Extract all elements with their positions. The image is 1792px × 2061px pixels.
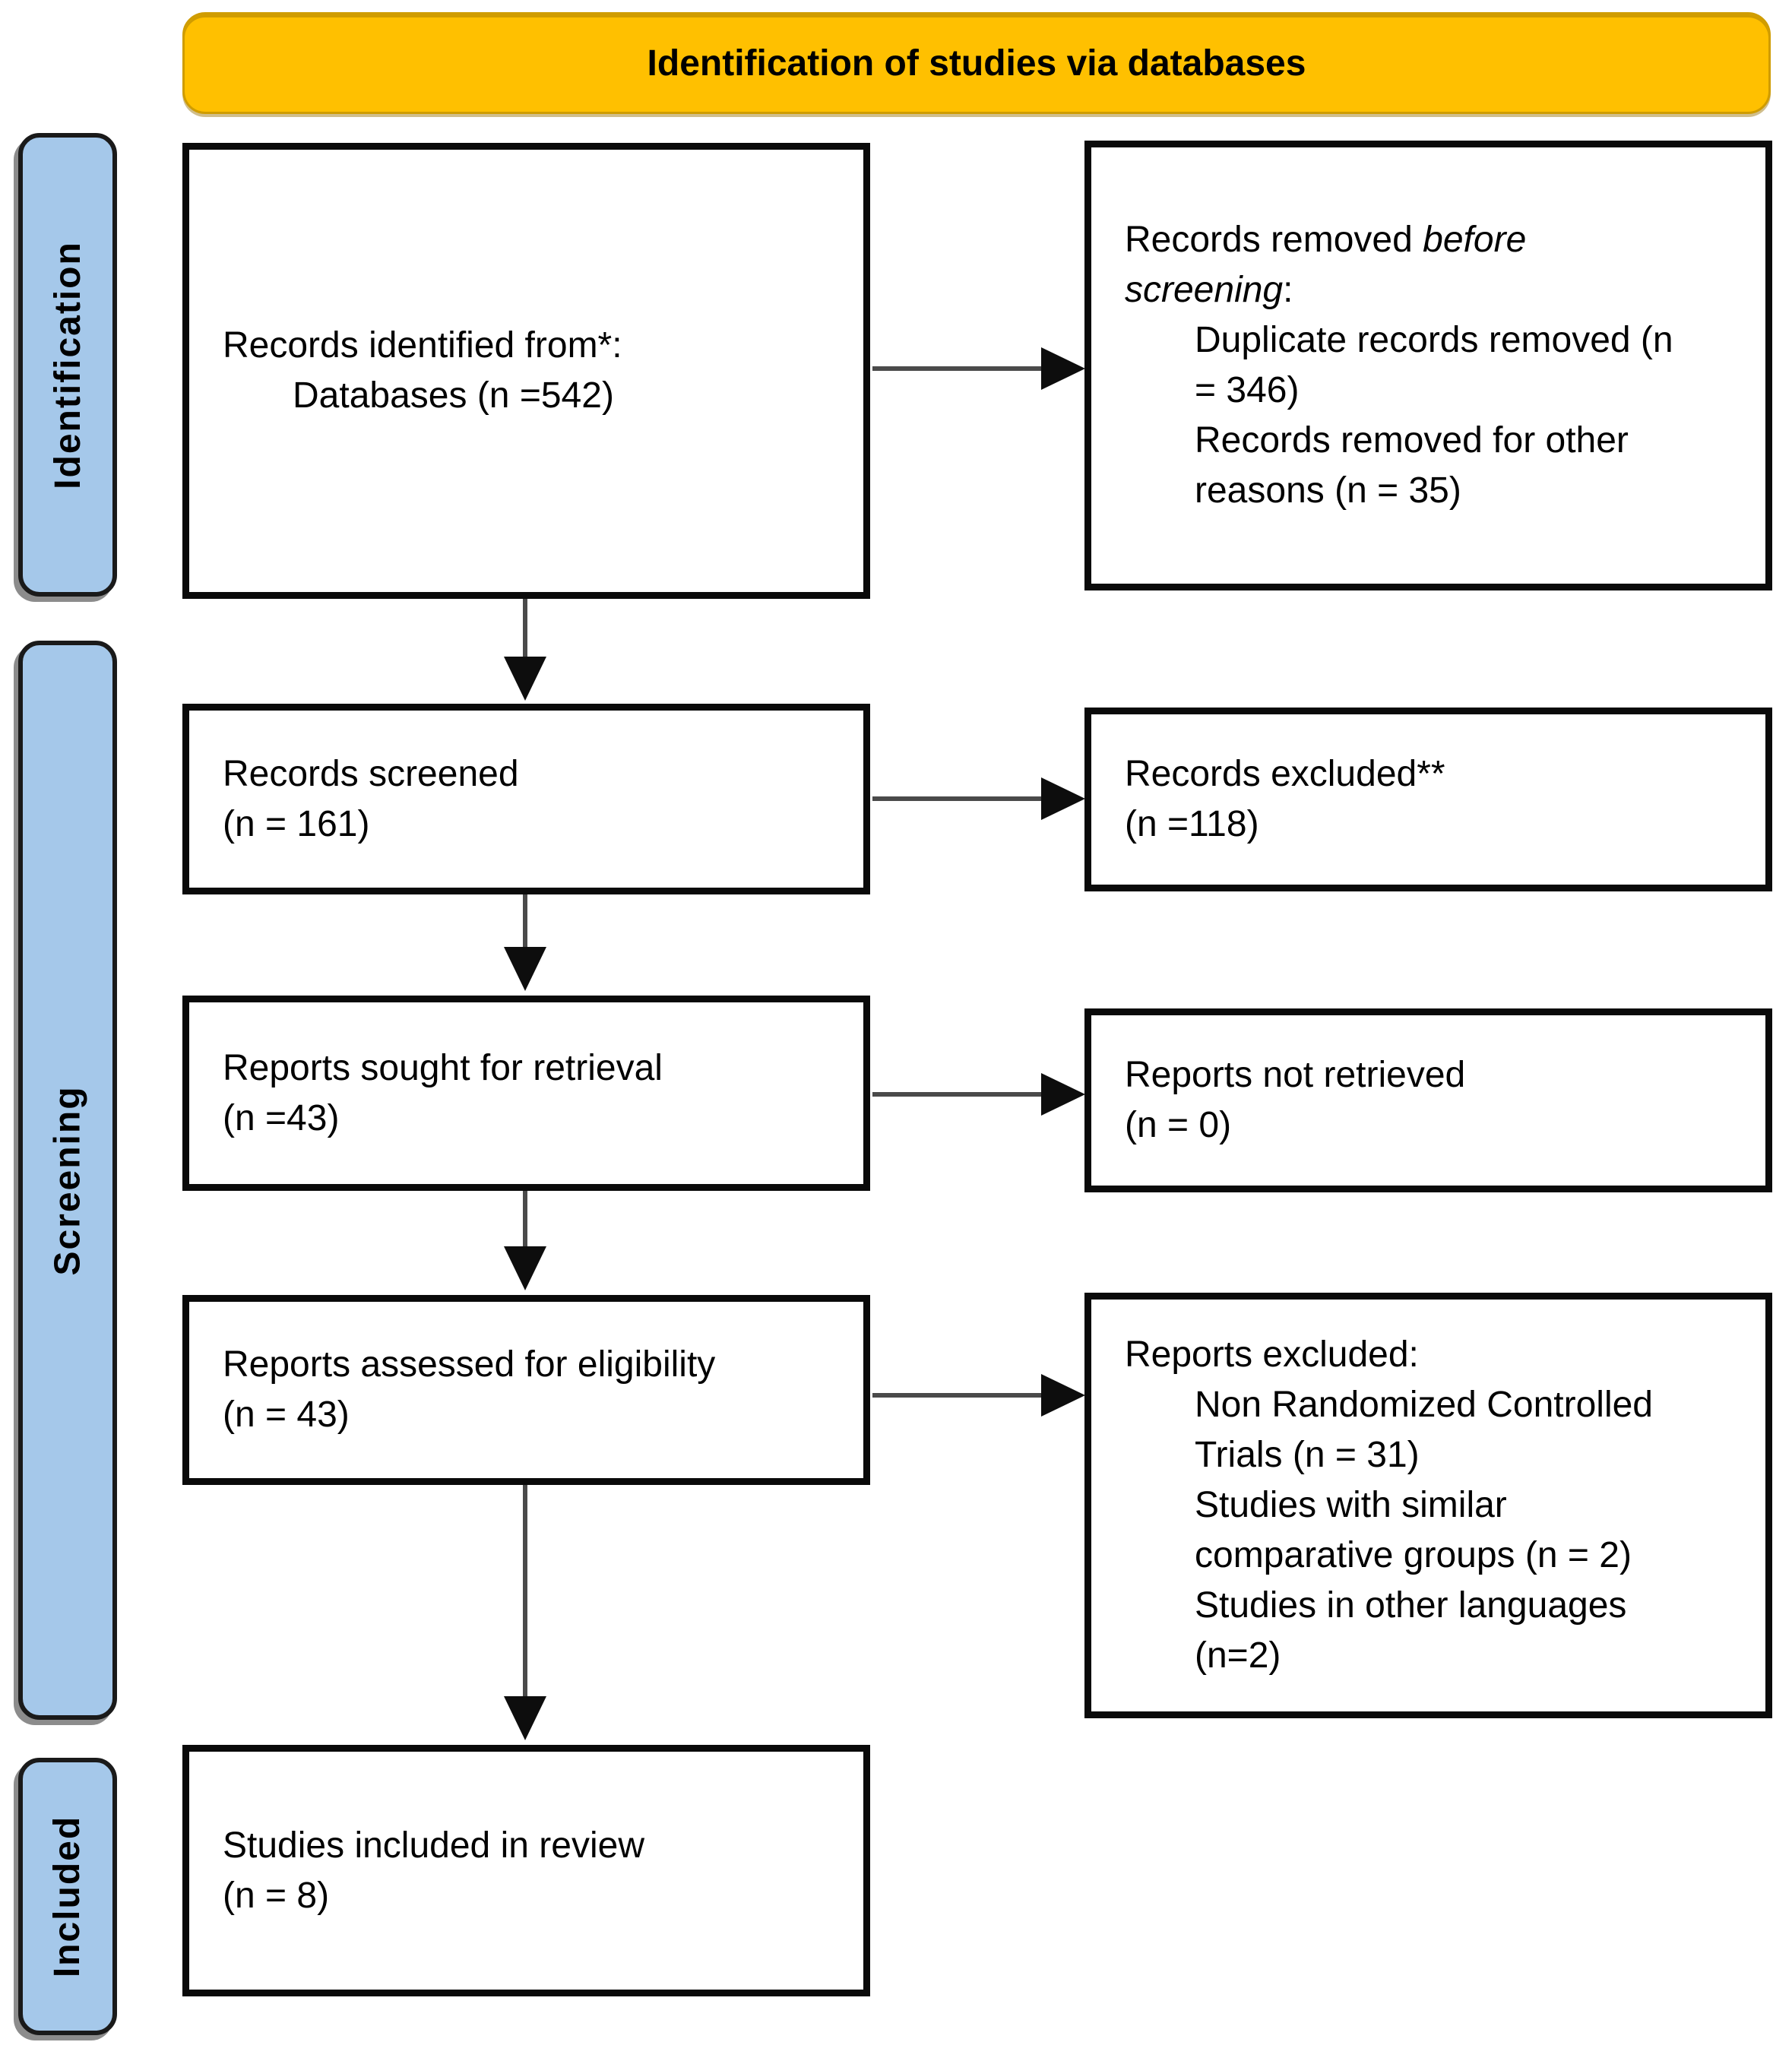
records-removed-sub1: Duplicate records removed (n: [1195, 320, 1673, 360]
arrow-assessed-to-excluded-line: [872, 1393, 1043, 1398]
records-removed-sub3: Records removed for other: [1195, 420, 1629, 461]
reports-not-retrieved-line1: Reports not retrieved: [1125, 1055, 1466, 1095]
arrow-sought-to-notretrieved-head: [1041, 1073, 1085, 1116]
reports-excluded-sub4: comparative groups (n = 2): [1195, 1535, 1632, 1575]
stage-label-included-text: Included: [47, 1815, 88, 1978]
records-excluded-line2: (n =118): [1125, 804, 1259, 844]
arrow-screened-to-sought-head: [504, 947, 546, 991]
records-screened-line2: (n = 161): [223, 803, 370, 844]
reports-excluded-title: Reports excluded:: [1125, 1334, 1419, 1375]
arrow-screened-to-excluded-line: [872, 796, 1043, 801]
reports-excluded-sub5: Studies in other languages: [1195, 1585, 1627, 1626]
arrow-assessed-to-included-line: [523, 1485, 527, 1698]
reports-assessed-line1: Reports assessed for eligibility: [223, 1344, 716, 1385]
box-records-excluded: Records excluded** (n =118): [1084, 708, 1772, 891]
studies-included-line1: Studies included in review: [223, 1825, 644, 1866]
box-records-identified: Records identified from*: Databases (n =…: [182, 143, 870, 599]
arrow-sought-to-assessed-head: [504, 1246, 546, 1290]
arrow-identified-to-removed-head: [1041, 347, 1085, 390]
records-removed-sub2: = 346): [1195, 370, 1300, 410]
arrow-identified-to-screened-head: [504, 657, 546, 701]
box-reports-sought: Reports sought for retrieval (n =43): [182, 996, 870, 1191]
reports-assessed-line2: (n = 43): [223, 1395, 350, 1435]
reports-excluded-sub2: Trials (n = 31): [1195, 1435, 1420, 1475]
arrow-screened-to-sought-line: [523, 894, 527, 949]
records-removed-sub4: reasons (n = 35): [1195, 470, 1461, 511]
box-studies-included: Studies included in review (n = 8): [182, 1745, 870, 1996]
stage-label-screening: Screening: [18, 641, 117, 1720]
records-removed-italic-before: before: [1423, 220, 1527, 260]
records-excluded-line1: Records excluded**: [1125, 754, 1445, 794]
stage-label-identification-text: Identification: [47, 240, 88, 489]
reports-not-retrieved-line2: (n = 0): [1125, 1105, 1232, 1145]
banner-title: Identification of studies via databases: [647, 43, 1306, 84]
arrow-assessed-to-excluded-head: [1041, 1374, 1085, 1417]
reports-excluded-sub6: (n=2): [1195, 1635, 1281, 1676]
reports-sought-line2: (n =43): [223, 1097, 340, 1138]
records-removed-line1: Records removed before: [1125, 220, 1527, 260]
reports-excluded-sub3: Studies with similar: [1195, 1485, 1507, 1525]
box-records-removed: Records removed before screening: Duplic…: [1084, 141, 1772, 590]
arrow-sought-to-assessed-line: [523, 1191, 527, 1249]
arrow-sought-to-notretrieved-line: [872, 1092, 1043, 1097]
stage-label-included: Included: [18, 1758, 117, 2035]
records-identified-line1: Records identified from*:: [223, 325, 622, 366]
reports-sought-line1: Reports sought for retrieval: [223, 1047, 663, 1088]
records-identified-line2: Databases (n =542): [293, 375, 614, 416]
records-screened-line1: Records screened: [223, 753, 519, 794]
box-reports-assessed: Reports assessed for eligibility (n = 43…: [182, 1295, 870, 1485]
records-removed-italic-screening: screening: [1125, 270, 1284, 310]
stage-label-screening-text: Screening: [47, 1084, 88, 1276]
arrow-screened-to-excluded-head: [1041, 777, 1085, 820]
arrow-assessed-to-included-head: [504, 1696, 546, 1740]
arrow-identified-to-removed-line: [872, 366, 1043, 371]
box-reports-excluded: Reports excluded: Non Randomized Control…: [1084, 1293, 1772, 1718]
box-records-screened: Records screened (n = 161): [182, 704, 870, 894]
reports-excluded-sub1: Non Randomized Controlled: [1195, 1385, 1653, 1425]
records-removed-line2: screening:: [1125, 270, 1293, 310]
arrow-identified-to-screened-line: [523, 599, 527, 660]
box-reports-not-retrieved: Reports not retrieved (n = 0): [1084, 1008, 1772, 1192]
studies-included-line2: (n = 8): [223, 1875, 330, 1916]
stage-label-identification: Identification: [18, 133, 117, 597]
banner: Identification of studies via databases: [182, 12, 1771, 114]
